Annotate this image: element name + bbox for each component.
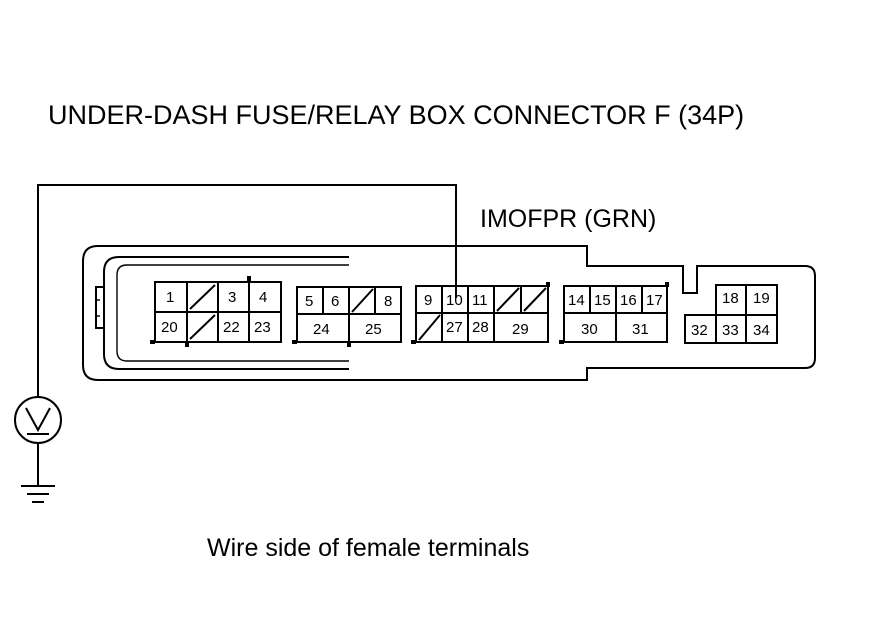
pin-32: 32	[691, 322, 708, 339]
pin-31: 31	[632, 321, 649, 338]
pin-22: 22	[223, 319, 240, 336]
key-mark	[665, 282, 669, 287]
pin-16: 16	[620, 292, 637, 309]
pin-10: 10	[446, 292, 463, 309]
connector-latch	[95, 286, 104, 329]
pin-9: 9	[424, 292, 432, 309]
pin-block-a: 1 3 4 20 22 23	[150, 276, 282, 347]
pin-block-b: 5 6 8 24 25	[292, 286, 402, 347]
connector-housing	[82, 245, 816, 381]
ground-icon	[21, 485, 55, 503]
pin-4: 4	[259, 289, 267, 306]
connector-inner-frame	[116, 264, 349, 362]
pin-8: 8	[384, 293, 392, 310]
diagram-caption: Wire side of female terminals	[207, 534, 529, 562]
pin-33: 33	[722, 322, 739, 339]
pin-18: 18	[722, 290, 739, 307]
pin-block-c: 9 10 11 27 28 29	[411, 282, 550, 344]
key-mark	[546, 282, 550, 287]
test-lead-wire	[37, 184, 457, 397]
pin-28: 28	[472, 319, 489, 336]
pin-block-e: 18 19 32 33 34	[684, 284, 778, 344]
pin-24: 24	[313, 321, 330, 338]
voltmeter-icon	[14, 396, 62, 444]
pin-3: 3	[228, 289, 236, 306]
pin-23: 23	[254, 319, 271, 336]
key-mark	[292, 340, 297, 344]
pin-19: 19	[753, 290, 770, 307]
pin-6: 6	[331, 293, 339, 310]
pin-25: 25	[365, 321, 382, 338]
key-mark	[347, 342, 351, 347]
pin-27: 27	[446, 319, 463, 336]
pin-30: 30	[581, 321, 598, 338]
connector-inner-wall	[103, 256, 349, 370]
pin-11: 11	[472, 292, 488, 309]
pin-block-d: 14 15 16 17 30 31	[559, 282, 669, 344]
pin-20: 20	[161, 319, 178, 336]
diagram-title: UNDER-DASH FUSE/RELAY BOX CONNECTOR F (3…	[48, 100, 744, 130]
pin-5: 5	[305, 293, 313, 310]
pin-1: 1	[166, 289, 174, 306]
pin-29: 29	[512, 321, 529, 338]
pin-15: 15	[594, 292, 611, 309]
wire-label: IMOFPR (GRN)	[480, 205, 656, 233]
key-mark	[411, 340, 416, 344]
key-mark	[247, 276, 251, 282]
key-mark	[559, 340, 564, 344]
key-mark	[150, 340, 155, 344]
pin-14: 14	[568, 292, 585, 309]
pin-17: 17	[646, 292, 663, 309]
pin-34: 34	[753, 322, 770, 339]
key-mark	[185, 342, 189, 347]
